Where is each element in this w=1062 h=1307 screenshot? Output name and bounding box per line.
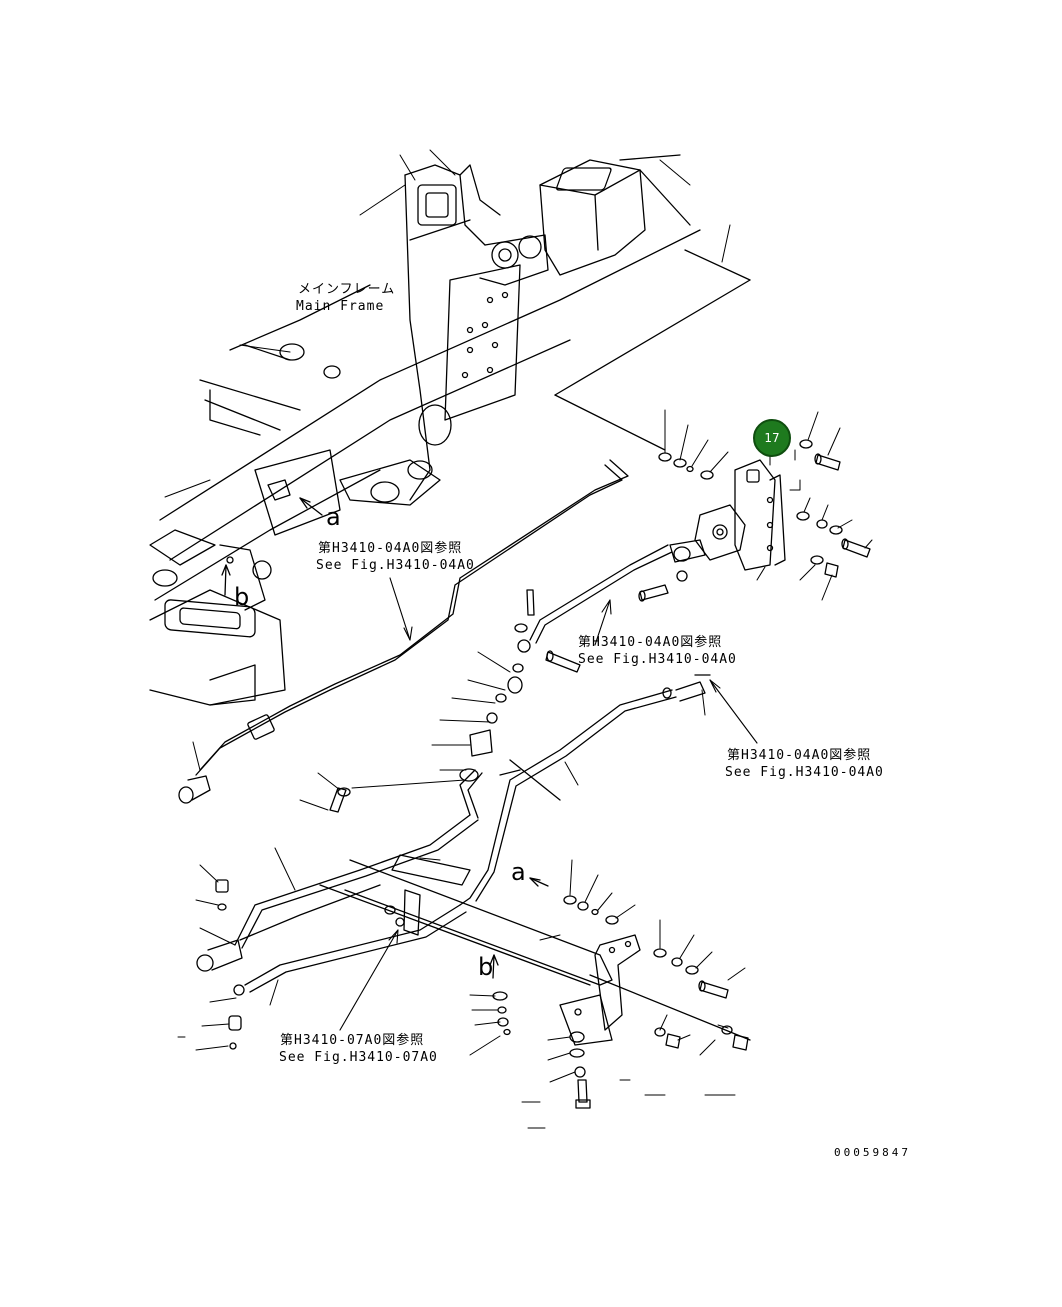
main-frame-drawing	[149, 154, 751, 706]
document-id: 00059847	[834, 1146, 911, 1159]
upper-bracket-assembly	[638, 409, 873, 602]
leader-lines-frame	[164, 149, 731, 498]
view-arrows	[221, 497, 549, 979]
reference-arrows	[339, 577, 758, 1031]
hydraulic-pipes	[178, 459, 706, 993]
part-callout-17[interactable]: 17	[753, 419, 791, 457]
reference-label-3-en: See Fig.H3410-04A0	[725, 765, 884, 780]
view-marker-a-lower: a	[511, 858, 526, 886]
reference-label-1-en: See Fig.H3410-04A0	[316, 558, 475, 573]
fasteners-lower	[177, 589, 749, 1129]
lower-bracket-assembly	[319, 759, 751, 1046]
reference-label-4-jp: 第H3410-07A0図参照	[280, 1033, 425, 1048]
main-frame-label-jp: メインフレーム	[298, 282, 396, 297]
main-frame-label-en: Main Frame	[296, 299, 385, 314]
reference-label-4-en: See Fig.H3410-07A0	[279, 1050, 438, 1065]
reference-label-2-en: See Fig.H3410-04A0	[578, 652, 737, 667]
view-marker-a-upper: a	[326, 503, 341, 531]
view-marker-b-upper: b	[234, 583, 250, 611]
reference-label-3-jp: 第H3410-04A0図参照	[727, 748, 872, 763]
reference-label-2-jp: 第H3410-04A0図参照	[578, 635, 723, 650]
view-marker-b-lower: b	[478, 953, 494, 981]
reference-label-1-jp: 第H3410-04A0図参照	[318, 541, 463, 556]
